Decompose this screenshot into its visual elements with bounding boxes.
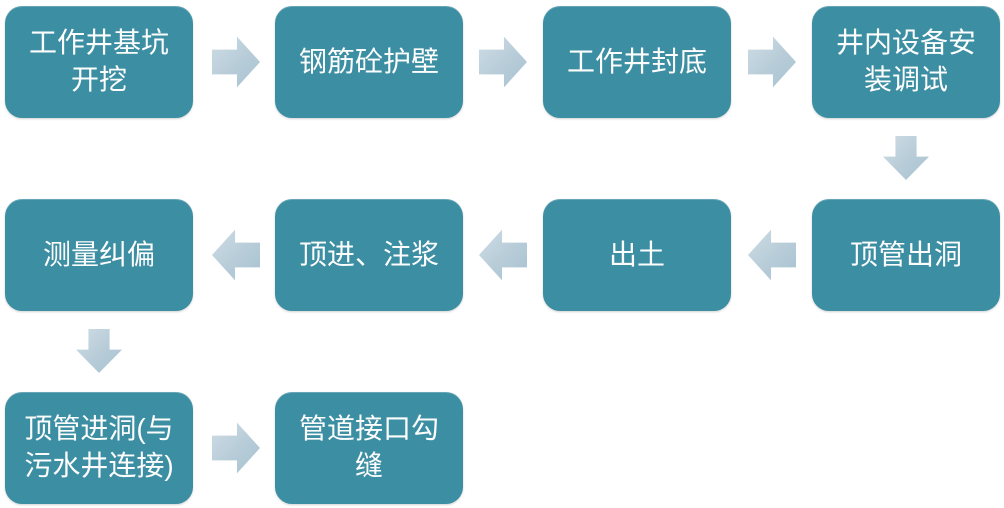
arrow-down-icon [76,329,122,373]
arrow-right-icon [479,36,527,88]
flow-step-label: 顶管进洞(与污水井连接) [24,413,174,481]
flow-step-pipe-jack-exit: 顶管出洞 [812,199,1000,311]
flow-step-label: 顶进、注浆 [298,238,439,270]
flow-step-rebar-concrete-wall: 钢筋砼护壁 [275,6,463,118]
arrow-left-icon [479,229,527,281]
flow-step-joint-pointing: 管道接口勾缝 [275,392,463,504]
flow-step-survey-correction: 测量纠偏 [5,199,193,311]
flow-step-shaft-bottom-seal: 工作井封底 [543,6,731,118]
flow-step-soil-removal: 出土 [543,199,731,311]
arrow-left-icon [212,229,260,281]
flow-step-work-shaft-excavation: 工作井基坑开挖 [5,6,193,118]
flow-step-equipment-install-debug: 井内设备安装调试 [812,6,1000,118]
flow-step-label: 管道接口勾缝 [298,413,439,481]
flow-step-label: 出土 [608,238,665,270]
flow-step-label: 钢筋砼护壁 [298,45,439,77]
flow-step-label: 井内设备安装调试 [835,27,976,95]
flow-step-label: 工作井封底 [566,45,707,77]
arrow-right-icon [212,36,260,88]
flow-step-label: 顶管出洞 [849,238,962,270]
flow-step-label: 工作井基坑开挖 [28,27,169,95]
arrow-right-icon [748,36,796,88]
flow-step-label: 测量纠偏 [42,238,155,270]
flow-step-jacking-grouting: 顶进、注浆 [275,199,463,311]
arrow-left-icon [748,229,796,281]
flow-step-pipe-entry-sewer-connect: 顶管进洞(与污水井连接) [5,392,193,504]
arrow-right-icon [212,422,260,474]
arrow-down-icon [883,136,929,180]
